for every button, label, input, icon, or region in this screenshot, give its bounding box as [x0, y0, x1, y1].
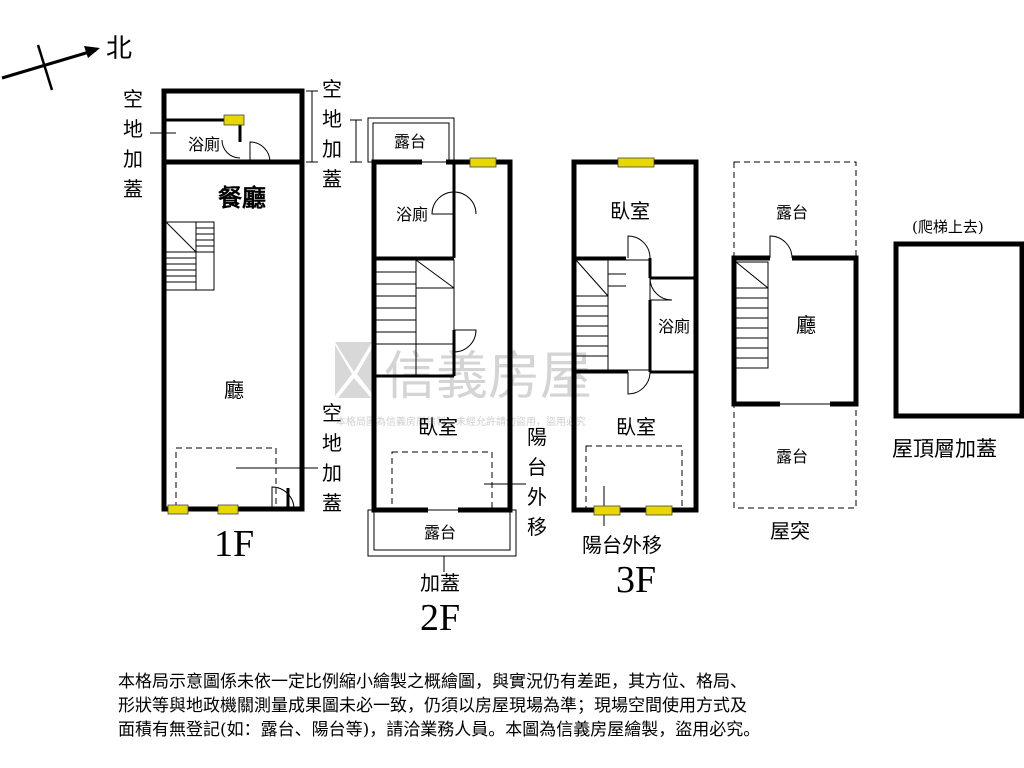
1f-parking-outline: [175, 447, 277, 509]
watermark-logo-icon: [335, 342, 374, 398]
roof-hall-door: [769, 235, 793, 259]
2f-annot-right-3: 外: [527, 485, 547, 509]
3f-window-top: [617, 157, 655, 168]
2f-annot-bottom: 加蓋: [420, 571, 460, 595]
3f-balcony-outline: [585, 445, 683, 509]
2f-annot-top-1: 空: [322, 77, 342, 101]
1f-bath-label: 浴廁: [188, 135, 220, 154]
rooftop-wall: [893, 241, 1024, 419]
floor-3f: 臥室 浴廁 臥室 陽台外移 3F: [571, 157, 699, 601]
1f-dining-label: 餐廳: [218, 183, 266, 212]
1f-bath-door: [249, 141, 271, 163]
2f-window-top: [469, 157, 497, 168]
2f-annot-right-2: 台: [527, 455, 547, 479]
1f-entry-door: [271, 486, 295, 510]
2f-terrace-bottom-inner: [373, 509, 511, 551]
1f-stairs: [165, 221, 215, 291]
floor-rooftop: (爬梯上去) 屋頂層加蓋: [892, 218, 1024, 461]
floor-roof: 露台 廳 露台 屋突: [731, 161, 859, 543]
compass: 北: [1, 34, 132, 91]
disclaimer-line-2: 形狀等與地政機關測量成果圖未必一致，仍須以房屋現場為準；現場空間使用方式及: [118, 696, 747, 716]
1f-annot-right-3: 加: [322, 461, 342, 485]
3f-bedroom-top-label: 臥室: [610, 199, 650, 223]
2f-floor-title: 2F: [420, 597, 460, 639]
3f-window-bottom-a: [593, 505, 621, 516]
1f-annot-right-2: 地: [322, 431, 342, 455]
2f-bedroom-label: 臥室: [418, 415, 458, 439]
1f-window-front-a: [167, 504, 189, 515]
2f-bedroom-door: [453, 329, 477, 353]
2f-bath-door: [431, 191, 455, 215]
roof-terrace-bottom-label: 露台: [776, 447, 808, 466]
2f-annot-right-4: 移: [527, 515, 547, 539]
1f-annot-right-4: 蓋: [322, 491, 342, 515]
2f-annot-top-4: 蓋: [322, 167, 342, 191]
1f-annot-right-1: 空: [322, 401, 342, 425]
floor-1f: 浴廁 餐廳 廳 1F 空 地 加 蓋 空 地 加 蓋: [123, 87, 342, 565]
watermark-fine-print: 本格局圖為信義房屋繪製，未經允許請勿盜用，盜用必究: [336, 415, 586, 428]
1f-floor-title: 1F: [214, 523, 254, 565]
1f-annot-left-3: 加: [123, 147, 143, 171]
2f-annot-top-3: 加: [322, 137, 342, 161]
1f-living-label: 廳: [224, 378, 244, 402]
2f-terrace-top-label: 露台: [394, 132, 426, 151]
roof-stairs: [735, 261, 769, 369]
1f-annot-left-1: 空: [123, 87, 143, 111]
2f-annot-right-1: 陽: [527, 425, 547, 449]
1f-annot-left-4: 蓋: [123, 177, 143, 201]
3f-window-bottom-b: [645, 505, 673, 516]
disclaimer-note: 本格局示意圖係未依一定比例縮小繪製之概繪圖，與實況仍有差距，其方位、格局、 形狀…: [118, 670, 918, 742]
roof-hall-label: 廳: [796, 313, 816, 337]
3f-bedroom-bottom-label: 臥室: [616, 415, 656, 439]
2f-annot-top-2: 地: [322, 107, 342, 131]
2f-bath-label: 浴廁: [396, 205, 428, 224]
2f-stairs: [375, 259, 455, 377]
2f-terrace-bottom-label: 露台: [424, 523, 456, 542]
roof-hall-wall: [731, 255, 859, 407]
disclaimer-line-3: 面積有無登記(如：露台、陽台等)，請洽業務人員。本圖為信義房屋繪製，盜用必究。: [118, 720, 761, 740]
3f-bottom-bedroom-door: [627, 371, 651, 395]
2f-balcony-outline: [391, 451, 493, 509]
1f-bath-door-swing: [221, 139, 241, 159]
1f-outer-wall: [161, 88, 305, 512]
roof-title: 屋突: [770, 519, 810, 543]
3f-bath-door: [649, 277, 673, 301]
compass-cross-line: [36, 44, 54, 91]
roof-terrace-top-label: 露台: [776, 203, 808, 222]
1f-bath-window: [223, 114, 245, 126]
3f-bath-label: 浴廁: [658, 317, 690, 336]
compass-arrow-line: [1, 48, 97, 80]
compass-north-label: 北: [106, 34, 132, 64]
3f-top-bedroom-door: [627, 235, 651, 259]
rooftop-caption: (爬梯上去): [912, 218, 984, 236]
rooftop-title: 屋頂層加蓋: [892, 437, 997, 461]
disclaimer-line-1: 本格局示意圖係未依一定比例縮小繪製之概繪圖，與實況仍有差距，其方位、格局、: [118, 672, 747, 692]
1f-window-front-b: [217, 504, 239, 515]
3f-floor-title: 3F: [616, 559, 656, 601]
1f-annot-left-2: 地: [123, 117, 143, 141]
3f-stairs: [575, 259, 651, 371]
3f-annot-bottom: 陽台外移: [582, 533, 662, 557]
compass-arrow-head: [84, 46, 100, 58]
floor-2f: 露台 浴廁 臥室 露台 2F 加蓋 空 地 加 蓋 陽 台 外 移: [306, 77, 547, 639]
